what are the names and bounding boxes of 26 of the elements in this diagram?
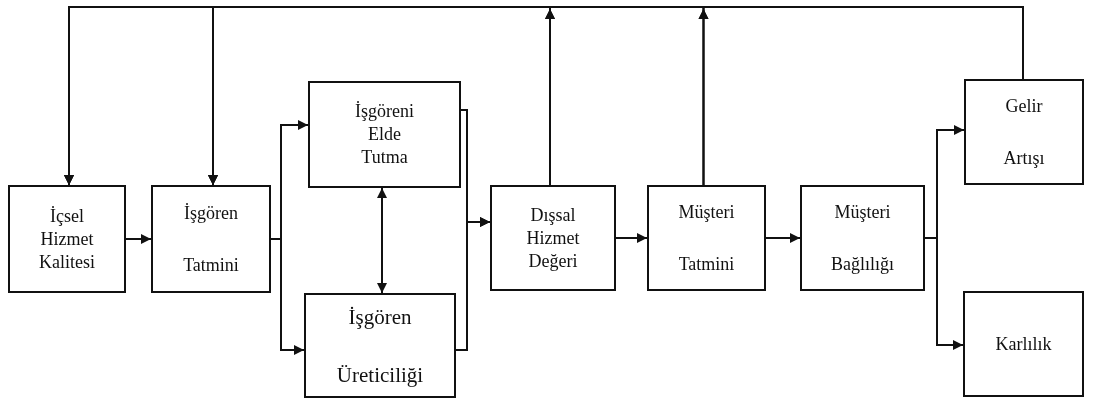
box-label: Gelir Artışı [1002, 95, 1046, 170]
process-box [304, 293, 456, 398]
process-box [647, 185, 766, 291]
arrow [377, 187, 387, 294]
process-box [490, 185, 616, 291]
box-label: Karlılık [994, 332, 1053, 356]
box-label: İşgören Üreticiliği [335, 303, 425, 389]
box-label: İşgören Tatmini [182, 202, 240, 277]
process-box [151, 185, 271, 293]
arrow [615, 233, 648, 243]
process-box [963, 291, 1084, 397]
process-box [8, 185, 126, 293]
arrow [125, 234, 152, 244]
box-label: Müşteri Bağlılığı [830, 201, 895, 276]
process-box [964, 79, 1084, 185]
arrow [208, 6, 709, 186]
arrow [270, 238, 305, 355]
box-label: Müşteri Tatmini [677, 201, 736, 276]
box-label: Dışsal Hizmet Değeri [525, 203, 581, 273]
process-box [308, 81, 461, 188]
arrow [765, 233, 801, 243]
process-box [800, 185, 925, 291]
box-label: İşgöreni Elde Tutma [354, 100, 415, 169]
arrow [455, 217, 491, 351]
box-label: İçsel Hizmet Kalitesi [38, 204, 96, 274]
arrow [924, 237, 964, 350]
